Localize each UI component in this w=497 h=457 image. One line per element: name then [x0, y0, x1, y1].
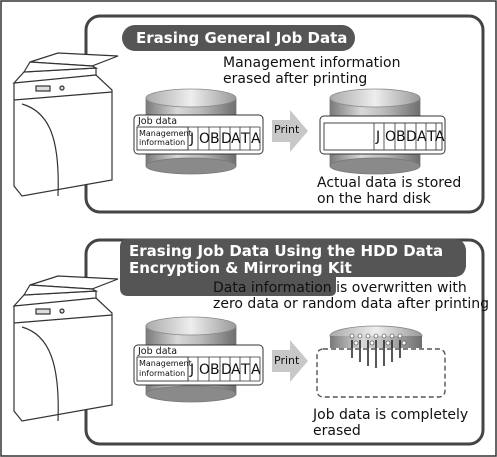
job-letter-b6: A	[251, 362, 261, 378]
print-arrow-bottom	[272, 340, 308, 382]
job-letter-cells	[187, 126, 261, 151]
bottom-title-line2: Encryption & Mirroring Kit	[129, 259, 352, 277]
bottom-caption-line2: erased	[313, 423, 361, 439]
bottom-title-line1: Erasing Job Data Using the HDD Data	[129, 242, 444, 260]
after-letter-2: B	[396, 129, 406, 145]
top-note-line1: Management information	[223, 55, 401, 71]
job-letter-5: T	[241, 131, 250, 147]
mgmt-line2-bottom: information	[139, 369, 186, 378]
mgmt-line1-bottom: Management	[139, 359, 192, 368]
print-arrow	[272, 110, 308, 152]
mgmt-line2: information	[139, 138, 186, 147]
job-data-label-bottom: Job data	[138, 346, 178, 357]
job-data-label: Job data	[138, 116, 178, 127]
bottom-note-line1: Data information is overwritten with	[213, 280, 467, 296]
job-letter-2: B	[210, 131, 220, 147]
job-letter-b0: J	[190, 362, 195, 378]
bottom-note-line2: zero data or random data after printing	[213, 296, 490, 312]
print-label-bottom: Print	[274, 354, 300, 367]
management-info-box-bottom	[136, 356, 189, 382]
stored-data-inner	[323, 122, 443, 151]
top-caption-line2: on the hard disk	[317, 191, 431, 207]
erased-disk-icon	[329, 325, 423, 368]
job-letter-b2: B	[210, 362, 220, 378]
bottom-title-bar-left	[120, 260, 336, 296]
top-note-line2: erased after printing	[223, 71, 368, 87]
bottom-caption-line1: Job data is completely	[313, 407, 469, 423]
job-letter-b5: T	[241, 362, 250, 378]
after-letter-3: D	[406, 129, 417, 145]
job-letter-b3: D	[221, 362, 232, 378]
job-letter-b1: O	[199, 362, 211, 378]
erased-data-box	[316, 348, 446, 398]
after-letter-4: A	[417, 129, 427, 145]
print-label: Print	[274, 123, 300, 136]
job-letter-4: A	[231, 131, 241, 147]
after-letter-6: A	[435, 129, 445, 145]
stored-letter-cells	[373, 123, 437, 150]
top-caption-line1: Actual data is stored	[317, 175, 462, 191]
job-letter-0: J	[190, 131, 195, 147]
job-letter-1: O	[199, 131, 211, 147]
job-letter-cells-bottom	[187, 356, 261, 382]
job-letter-3: D	[221, 131, 232, 147]
job-letter-b4: A	[231, 362, 241, 378]
printer-icon-bottom	[12, 275, 119, 422]
job-letter-6: A	[251, 131, 261, 147]
after-letter-0: J	[376, 129, 381, 145]
top-title-bar	[122, 25, 355, 51]
after-letter-1: O	[385, 129, 397, 145]
mgmt-line1: Management	[139, 129, 192, 138]
after-letter-5: T	[427, 129, 436, 145]
top-title: Erasing General Job Data	[136, 29, 348, 47]
printer-icon	[12, 52, 119, 197]
